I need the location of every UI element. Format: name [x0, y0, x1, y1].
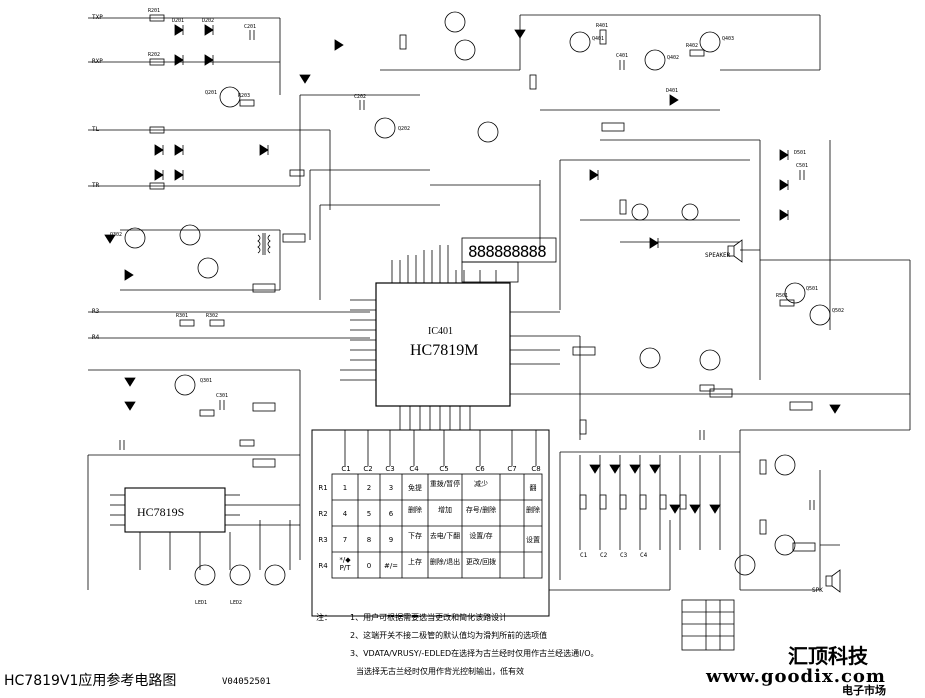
schematic-title: HC7819V1应用参考电路图	[4, 673, 177, 689]
port-label-c3: C3	[620, 552, 628, 559]
keypad-col-8: C8	[531, 465, 541, 473]
key-r3-c4: 下存	[408, 532, 422, 540]
ref-d201: D201	[172, 18, 185, 24]
port-label-c1: C1	[580, 552, 588, 559]
keypad-col-2: C2	[363, 465, 373, 473]
note-2: 2、这端开关不接二极管的默认值均为滑判所前的选项值	[350, 631, 548, 640]
ref-c501: C501	[796, 163, 809, 169]
key-r4-c2: 0	[366, 562, 372, 570]
ref-q302: Q302	[110, 232, 123, 238]
port-label-speaker: SPEAKER	[705, 252, 731, 259]
key-r4-c1: */◆ P/T	[339, 556, 351, 572]
keypad-row-4-label: R4	[318, 562, 328, 570]
ref-c301: C301	[216, 393, 229, 399]
keypad-col-7: C7	[507, 465, 517, 473]
ref-c202: C202	[354, 94, 367, 100]
port-label-tr: TR	[92, 182, 100, 189]
key-r4-c6: 更改/回拨	[465, 558, 497, 566]
key-r1-c1: 1	[342, 484, 348, 492]
key-r3-c6: 设置/存	[469, 532, 493, 540]
ref-q502: Q502	[832, 308, 845, 314]
ref-r401: R401	[596, 23, 609, 29]
port-label-tl: TL	[92, 126, 100, 133]
ref-led2: LED2	[230, 600, 243, 606]
ref-q403: Q403	[722, 36, 735, 42]
ref-led1: LED1	[195, 600, 208, 606]
key-r1-c4: 免提	[408, 484, 422, 492]
key-r4-c3: #/=	[383, 562, 399, 570]
ref-q401: Q401	[592, 36, 605, 42]
keypad-row-3-label: R3	[318, 536, 328, 544]
key-r3-c1: 7	[342, 536, 348, 544]
port-label-c2: C2	[600, 552, 608, 559]
key-r2-c3: 6	[388, 510, 394, 518]
keypad-row-2-label: R2	[318, 510, 328, 518]
key-r1-c6: 减少	[474, 480, 488, 488]
key-r1-c3: 3	[388, 484, 394, 492]
watermark-text: 电子市场	[842, 684, 886, 697]
ref-r402: R402	[686, 43, 699, 49]
key-r2-c5: 增加	[438, 506, 452, 514]
brand-website: www.goodix.com	[706, 666, 886, 687]
key-r1-c2: 2	[366, 484, 372, 492]
schematic-version: V04052501	[222, 677, 271, 687]
main-ic-part: HC7819M	[410, 342, 479, 359]
key-r1-c5: 重拨/暂停	[429, 480, 461, 488]
port-label-rxp: RXP	[92, 58, 103, 65]
ref-q301: Q301	[200, 378, 213, 384]
keypad-row-1-label: R1	[318, 484, 328, 492]
lcd-display: 888888888	[468, 242, 547, 261]
key-r2-c8: 删除	[526, 506, 540, 514]
ref-q402: Q402	[667, 55, 680, 61]
ref-d501: D501	[794, 150, 807, 156]
ref-r203: R203	[238, 93, 251, 99]
key-r1-c8: 翻	[529, 484, 537, 492]
ref-q201: Q201	[205, 90, 218, 96]
key-r4-c4: 上存	[408, 558, 422, 566]
ref-c401: C401	[616, 53, 629, 59]
key-r2-c4: 删除	[408, 506, 422, 514]
ref-r501: R501	[776, 293, 789, 299]
port-label-c4: C4	[640, 552, 648, 559]
key-r4-c5: 删除/退出	[429, 558, 461, 566]
key-r3-c3: 9	[388, 536, 394, 544]
note-4: 当选择无古兰经时仅用作背光控制输出，低有效	[356, 667, 524, 676]
ref-d202: D202	[202, 18, 215, 24]
keypad-col-5: C5	[439, 465, 449, 473]
port-label-spk: SPK	[812, 587, 823, 594]
main-ic-ref: IC401	[428, 326, 453, 337]
ref-r302: R302	[206, 313, 219, 319]
ref-c201: C201	[244, 24, 257, 30]
keypad-col-4: C4	[409, 465, 419, 473]
ref-q202: Q202	[398, 126, 411, 132]
key-r2-c2: 5	[366, 510, 372, 518]
port-label-txp: TXP	[92, 14, 103, 21]
ref-r201: R201	[148, 8, 161, 14]
sub-ic-part: HC7819S	[137, 505, 185, 519]
key-r3-c2: 8	[366, 536, 372, 544]
ref-r202: R202	[148, 52, 161, 58]
keypad-col-6: C6	[475, 465, 485, 473]
ref-q501: Q501	[806, 286, 819, 292]
keypad-col-3: C3	[385, 465, 395, 473]
note-1: 1、用户可根据需要选当更改和简化该路设计	[350, 613, 508, 622]
brand-name: 汇顶科技	[788, 644, 868, 668]
ref-d401: D401	[666, 88, 679, 94]
keypad-col-1: C1	[341, 465, 351, 473]
key-r3-c8: 设置	[526, 536, 540, 544]
key-r2-c1: 4	[342, 510, 348, 518]
key-r3-c5: 去电/下翻	[429, 532, 461, 540]
key-r2-c6: 存号/删除	[465, 506, 497, 514]
ref-r301: R301	[176, 313, 189, 319]
note-3: 3、VDATA/VRUSY/-EDLED在选择为古兰经时仅用作古兰经选通I/O。	[350, 649, 599, 658]
port-label-r4: R4	[92, 334, 100, 341]
port-label-r3: R3	[92, 308, 100, 315]
notes-heading: 注：	[316, 613, 332, 622]
